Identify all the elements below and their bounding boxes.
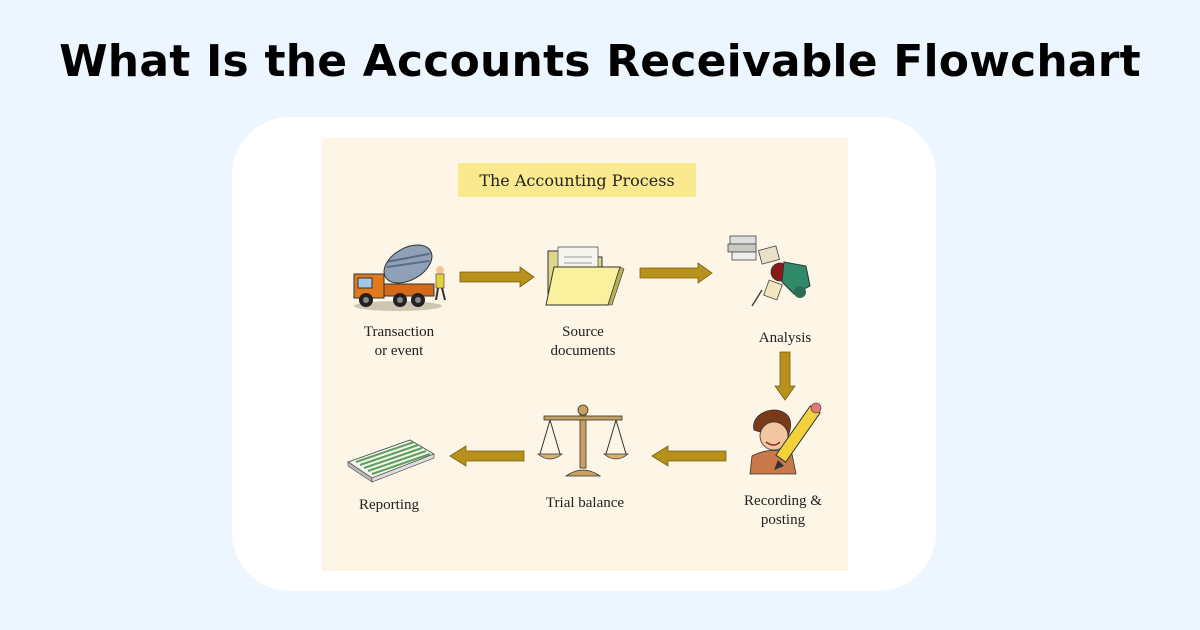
step-label-recording-posting: Recording & posting (744, 493, 822, 528)
report-stack-icon (347, 439, 435, 483)
page-title: What Is the Accounts Receivable Flowchar… (59, 36, 1141, 87)
folder-icon (545, 246, 625, 306)
analysis-person-icon (727, 235, 811, 307)
arrow-left-icon (651, 445, 727, 467)
step-label-analysis: Analysis (758, 330, 812, 346)
person-writing-pencil-icon (749, 402, 822, 475)
arrow-right-icon (459, 266, 535, 288)
step-label-source-documents: Source documents (550, 324, 616, 359)
cement-truck-icon (353, 244, 446, 311)
arrow-right-icon (639, 262, 713, 284)
accounting-process-diagram: The Accounting Process Transaction or ev… (322, 138, 848, 571)
arrow-down-icon (774, 351, 796, 401)
arrow-left-icon (449, 445, 525, 467)
step-label-trial-balance: Trial balance (545, 495, 625, 511)
diagram-title: The Accounting Process (458, 163, 696, 197)
step-label-reporting: Reporting (359, 497, 419, 513)
step-label-transaction: Transaction or event (363, 324, 435, 359)
balance-scale-icon (536, 404, 630, 477)
